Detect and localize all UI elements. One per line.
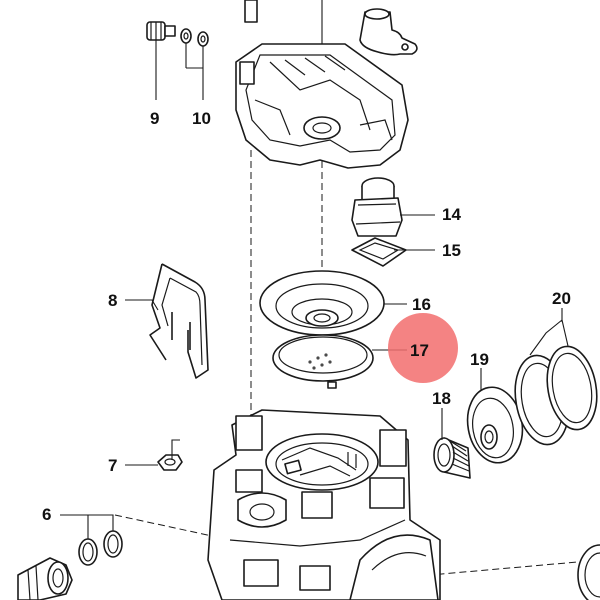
callout-17[interactable]: 17 xyxy=(410,341,429,360)
callout-9[interactable]: 9 xyxy=(150,109,159,128)
cap-part xyxy=(359,8,418,56)
leader-lines xyxy=(60,0,569,539)
screw-part-9 xyxy=(146,21,176,41)
callout-10[interactable]: 10 xyxy=(192,109,211,128)
callout-8[interactable]: 8 xyxy=(108,291,117,310)
callout-6[interactable]: 6 xyxy=(42,505,51,524)
clip-part-8 xyxy=(149,263,209,379)
nut-part-7 xyxy=(157,454,183,471)
valve-plate-part-17 xyxy=(272,334,374,389)
callout-14[interactable]: 14 xyxy=(442,205,461,224)
gasket-part-15 xyxy=(351,237,407,267)
callout-19[interactable]: 19 xyxy=(470,350,489,369)
callout-16[interactable]: 16 xyxy=(412,295,431,314)
pump-body-part xyxy=(207,409,441,600)
fitting-part xyxy=(17,557,73,600)
partial-part xyxy=(577,544,600,600)
seal-part-6 xyxy=(78,530,123,566)
seal-part-19 xyxy=(466,386,524,464)
rod-part xyxy=(244,0,258,23)
callout-18[interactable]: 18 xyxy=(432,389,451,408)
bearing-part-18 xyxy=(433,437,471,479)
oring-part-20 xyxy=(514,345,598,446)
connector-part-14 xyxy=(351,177,403,237)
callout-7[interactable]: 7 xyxy=(108,456,117,475)
diaphragm-part-16 xyxy=(259,270,385,336)
callout-20[interactable]: 20 xyxy=(552,289,571,308)
highlight-circle-17 xyxy=(388,313,458,383)
top-cover-part xyxy=(235,43,409,169)
washer-part-10 xyxy=(180,28,209,47)
callout-15[interactable]: 15 xyxy=(442,241,461,260)
